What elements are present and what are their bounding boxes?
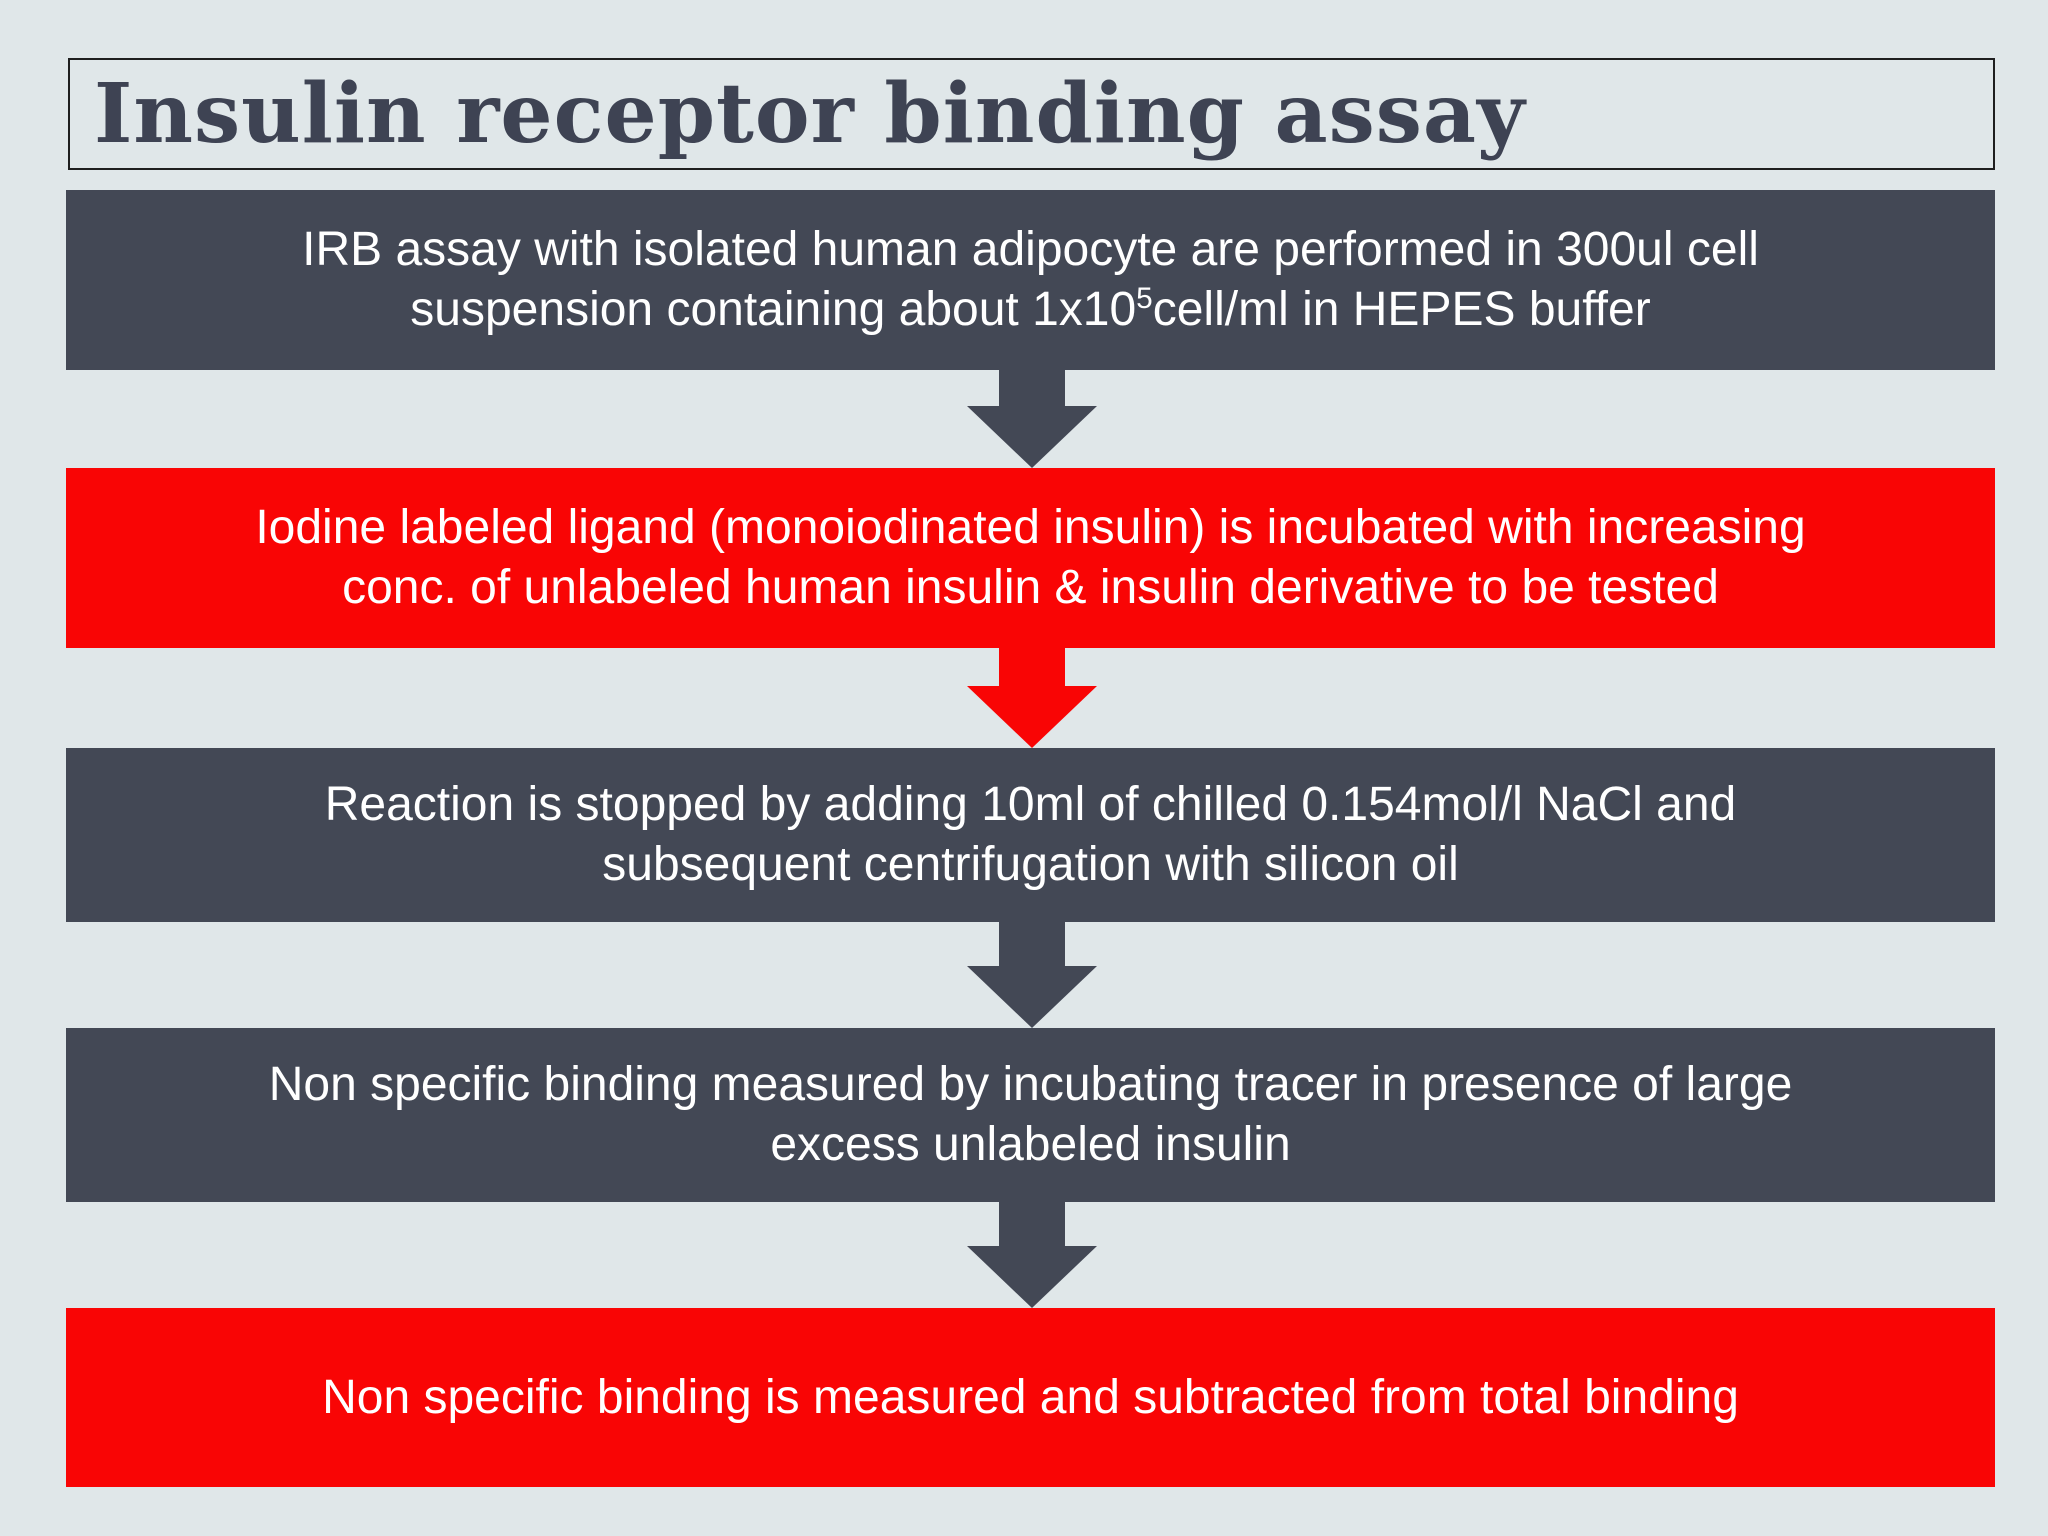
arrow-shaft [999, 920, 1065, 966]
arrow-shaft [999, 648, 1065, 686]
arrow-head [967, 966, 1097, 1028]
step-box-2: Iodine labeled ligand (monoiodinated ins… [66, 468, 1995, 648]
arrow-head [967, 1246, 1097, 1308]
arrow-shaft [999, 1200, 1065, 1246]
step-1-line-1: IRB assay with isolated human adipocyte … [302, 223, 1759, 276]
step-2-line-1: Iodine labeled ligand (monoiodinated ins… [255, 501, 1806, 554]
step-box-1: IRB assay with isolated human adipocyte … [66, 190, 1995, 370]
down-arrow-4 [967, 1200, 1097, 1308]
arrow-shaft [999, 370, 1065, 406]
step-5-line-1: Non specific binding is measured and sub… [322, 1370, 1739, 1424]
step-box-3: Reaction is stopped by adding 10ml of ch… [66, 748, 1995, 922]
step-1-line-2-pre: suspension containing about 1x10 [410, 283, 1137, 336]
step-3-line-2: subsequent centrifugation with silicon o… [602, 838, 1459, 891]
superscript-exponent: 5 [1136, 282, 1153, 315]
down-arrow-3 [967, 920, 1097, 1028]
step-1-line-2-post: cell/ml in HEPES buffer [1152, 283, 1651, 336]
step-3-line-1: Reaction is stopped by adding 10ml of ch… [324, 778, 1737, 831]
step-box-5: Non specific binding is measured and sub… [66, 1308, 1995, 1487]
arrow-head [967, 686, 1097, 748]
step-1-line-2: suspension containing about 1x105cell/ml… [410, 280, 1650, 340]
arrow-head [967, 406, 1097, 468]
step-4-line-1: Non specific binding measured by incubat… [268, 1058, 1793, 1111]
down-arrow-1 [967, 370, 1097, 468]
step-box-4: Non specific binding measured by incubat… [66, 1028, 1995, 1202]
step-2-line-2: conc. of unlabeled human insulin & insul… [342, 561, 1719, 614]
step-4-line-2: excess unlabeled insulin [770, 1118, 1291, 1171]
title-box: Insulin receptor binding assay [68, 58, 1995, 170]
down-arrow-2 [967, 648, 1097, 748]
page-title: Insulin receptor binding assay [94, 66, 1526, 162]
